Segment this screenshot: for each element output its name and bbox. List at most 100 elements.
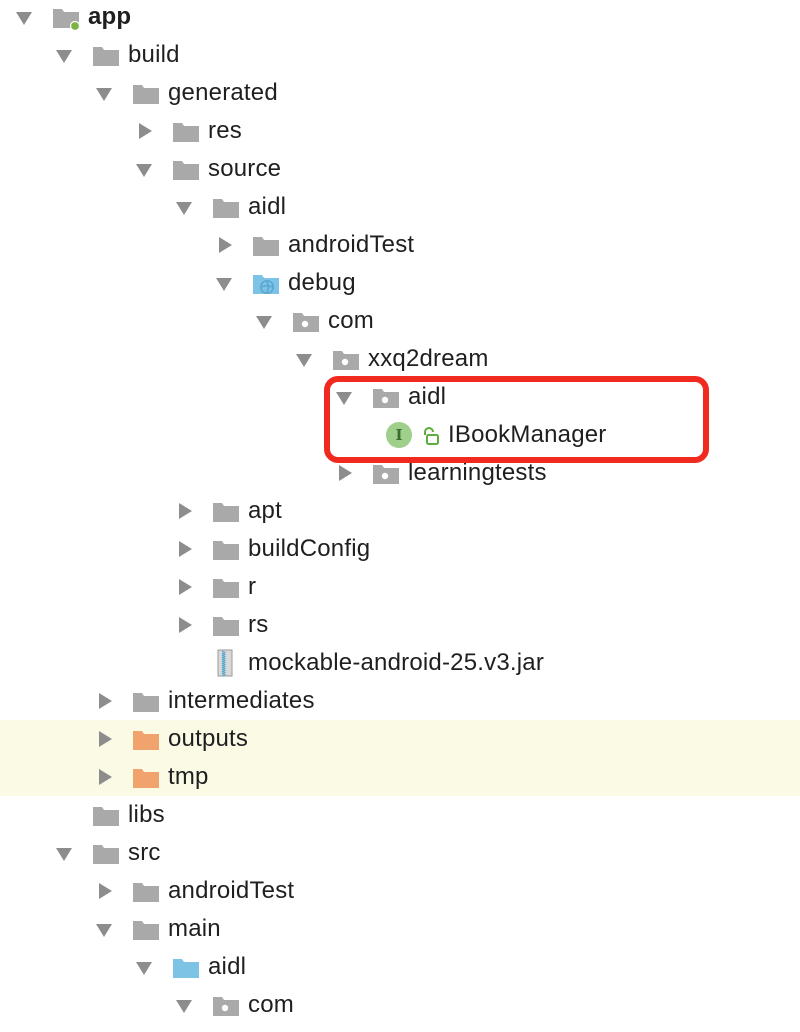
tree-row[interactable]: buildConfig: [0, 530, 800, 568]
folder-icon: [212, 576, 242, 600]
tree-item-label: outputs: [168, 725, 249, 752]
tree-row[interactable]: rs: [0, 606, 800, 644]
tree-item-label: aidl: [208, 953, 247, 980]
tree-item-label: IBookManager: [448, 421, 607, 448]
folder-icon: [172, 158, 202, 182]
module-icon: [52, 6, 82, 30]
expand-arrow-icon[interactable]: [94, 919, 114, 939]
folder-icon: [172, 120, 202, 144]
tree-item-label: com: [328, 307, 374, 334]
tree-row[interactable]: outputs: [0, 720, 800, 758]
folder-icon: [212, 196, 242, 220]
folder-icon: [92, 842, 122, 866]
tree-item-label: src: [128, 839, 161, 866]
folder-icon: [132, 690, 162, 714]
tree-item-label: app: [88, 3, 132, 30]
excluded-folder-icon: [132, 728, 162, 752]
folder-icon: [132, 880, 162, 904]
collapse-arrow-icon[interactable]: [94, 767, 114, 787]
tree-row[interactable]: com: [0, 986, 800, 1024]
folder-icon: [252, 234, 282, 258]
tree-row[interactable]: tmp: [0, 758, 800, 796]
expand-arrow-icon[interactable]: [174, 995, 194, 1015]
tree-item-label: apt: [248, 497, 282, 524]
expand-arrow-icon[interactable]: [94, 83, 114, 103]
expand-arrow-icon[interactable]: [54, 45, 74, 65]
tree-item-label: intermediates: [168, 687, 315, 714]
tree-row[interactable]: learningtests: [0, 454, 800, 492]
tree-row[interactable]: res: [0, 112, 800, 150]
collapse-arrow-icon[interactable]: [94, 881, 114, 901]
package-icon: [332, 348, 362, 372]
expand-arrow-icon[interactable]: [14, 7, 34, 27]
expand-arrow-icon[interactable]: [294, 349, 314, 369]
tree-row[interactable]: generated: [0, 74, 800, 112]
tree-item-label: generated: [168, 79, 278, 106]
collapse-arrow-icon[interactable]: [94, 729, 114, 749]
tree-item-label: source: [208, 155, 282, 182]
package-icon: [212, 994, 242, 1018]
tree-row[interactable]: aidl: [0, 378, 800, 416]
folder-icon: [132, 918, 162, 942]
tree-row[interactable]: r: [0, 568, 800, 606]
jar-file-icon: [212, 649, 242, 677]
collapse-arrow-icon[interactable]: [214, 235, 234, 255]
tree-item-label: main: [168, 915, 221, 942]
tree-row[interactable]: aidl: [0, 948, 800, 986]
tree-row[interactable]: apt: [0, 492, 800, 530]
tree-row[interactable]: intermediates: [0, 682, 800, 720]
tree-item-label: r: [248, 573, 257, 600]
folder-icon: [212, 500, 242, 524]
tree-item-label: learningtests: [408, 459, 547, 486]
collapse-arrow-icon[interactable]: [174, 577, 194, 597]
tree-row[interactable]: debug: [0, 264, 800, 302]
tree-row[interactable]: xxq2dream: [0, 340, 800, 378]
tree-item-label: aidl: [248, 193, 287, 220]
tree-row[interactable]: libs: [0, 796, 800, 834]
collapse-arrow-icon[interactable]: [174, 539, 194, 559]
expand-arrow-icon[interactable]: [134, 957, 154, 977]
tree-row[interactable]: aidl: [0, 188, 800, 226]
tree-row[interactable]: app: [0, 0, 800, 36]
tree-item-label: tmp: [168, 763, 209, 790]
tree-row[interactable]: mockable-android-25.v3.jar: [0, 644, 800, 682]
expand-arrow-icon[interactable]: [134, 159, 154, 179]
tree-item-label: androidTest: [168, 877, 295, 904]
tree-row[interactable]: source: [0, 150, 800, 188]
tree-item-label: androidTest: [288, 231, 415, 258]
source-root-folder-icon: [172, 956, 202, 980]
tree-row[interactable]: I IBookManager: [0, 416, 800, 454]
package-icon: [372, 462, 402, 486]
tree-item-label: debug: [288, 269, 356, 296]
tree-row[interactable]: build: [0, 36, 800, 74]
collapse-arrow-icon[interactable]: [94, 691, 114, 711]
excluded-folder-icon: [132, 766, 162, 790]
tree-item-label: xxq2dream: [368, 345, 489, 372]
folder-icon: [212, 614, 242, 638]
package-icon: [292, 310, 322, 334]
collapse-arrow-icon[interactable]: [174, 501, 194, 521]
tree-item-label: buildConfig: [248, 535, 371, 562]
tree-row[interactable]: androidTest: [0, 226, 800, 264]
expand-arrow-icon[interactable]: [174, 197, 194, 217]
public-lock-icon: [420, 426, 440, 446]
tree-row[interactable]: com: [0, 302, 800, 340]
tree-row[interactable]: main: [0, 910, 800, 948]
expand-arrow-icon[interactable]: [334, 387, 354, 407]
tree-row[interactable]: src: [0, 834, 800, 872]
folder-icon: [132, 82, 162, 106]
tree-item-label: com: [248, 991, 294, 1018]
interface-icon: I: [386, 422, 412, 448]
tree-item-label: libs: [128, 801, 165, 828]
tree-row[interactable]: androidTest: [0, 872, 800, 910]
tree-item-label: aidl: [408, 383, 447, 410]
expand-arrow-icon[interactable]: [54, 843, 74, 863]
expand-arrow-icon[interactable]: [254, 311, 274, 331]
expand-arrow-icon[interactable]: [214, 273, 234, 293]
collapse-arrow-icon[interactable]: [334, 463, 354, 483]
collapse-arrow-icon[interactable]: [174, 615, 194, 635]
package-icon: [372, 386, 402, 410]
tree-item-label: mockable-android-25.v3.jar: [248, 649, 545, 676]
collapse-arrow-icon[interactable]: [134, 121, 154, 141]
